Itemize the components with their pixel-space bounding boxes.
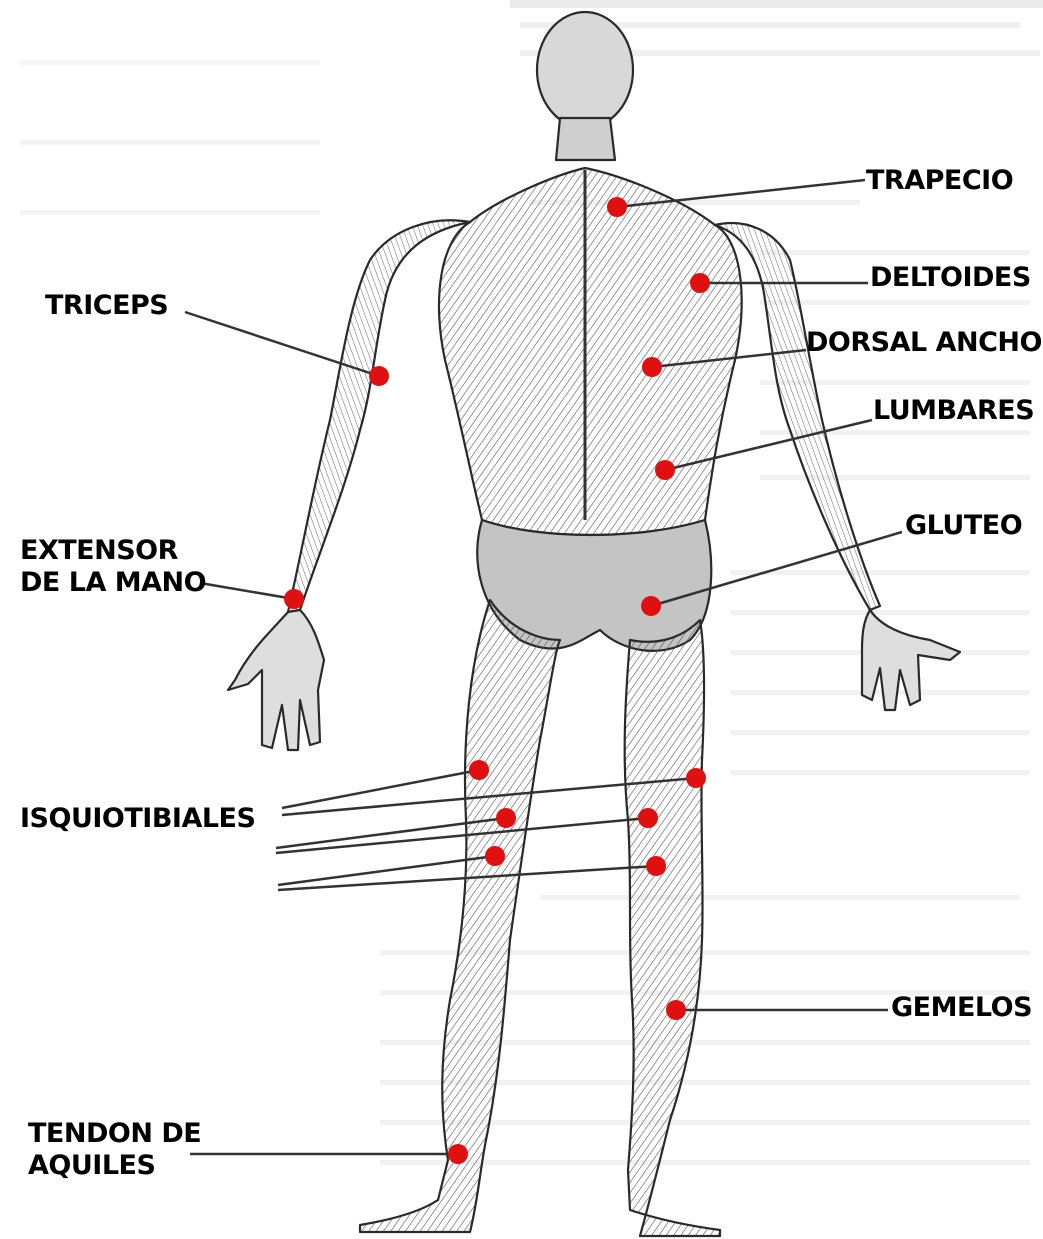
label-triceps: TRICEPS [45,290,168,322]
leader-line-isquio-5 [278,856,495,885]
label-tendon-de-aquiles: TENDON DE AQUILES [28,1118,201,1182]
label-trapecio: TRAPECIO [866,165,1013,197]
left-leg-shape [360,600,560,1232]
label-tendon-line1: TENDON DE [28,1118,201,1150]
left-hand-shape [228,610,324,750]
label-deltoides: DELTOIDES [870,262,1031,294]
marker-triceps [369,366,389,386]
marker-lumbares [655,460,675,480]
marker-gluteo [641,596,661,616]
label-extensor-line2: DE LA MANO [20,567,206,599]
right-leg-shape [625,620,720,1236]
figure-back-view-icon [228,12,960,1236]
label-extensor-line1: EXTENSOR [20,535,206,567]
marker-isquio-4 [638,808,658,828]
label-extensor-de-la-mano: EXTENSOR DE LA MANO [20,535,206,599]
marker-isquio-5 [485,846,505,866]
label-gluteo: GLUTEO [905,510,1022,542]
torso-shape [439,168,742,535]
marker-tendon [448,1144,468,1164]
leader-line-isquio-1 [282,770,479,808]
marker-isquio-2 [686,768,706,788]
label-tendon-line2: AQUILES [28,1150,201,1182]
marker-isquio-1 [469,760,489,780]
label-lumbares: LUMBARES [873,395,1034,427]
label-isquiotibiales: ISQUIOTIBIALES [20,803,255,835]
marker-dorsal-ancho [642,357,662,377]
marker-isquio-3 [496,808,516,828]
leader-line-extensor [200,583,294,599]
head-shape [537,12,633,128]
marker-deltoides [690,273,710,293]
label-dorsal-ancho: DORSAL ANCHO [806,327,1042,359]
marker-gemelos [666,1000,686,1020]
label-gemelos: GEMELOS [891,992,1032,1024]
marker-trapecio [607,197,627,217]
marker-extensor [284,589,304,609]
marker-isquio-6 [646,856,666,876]
